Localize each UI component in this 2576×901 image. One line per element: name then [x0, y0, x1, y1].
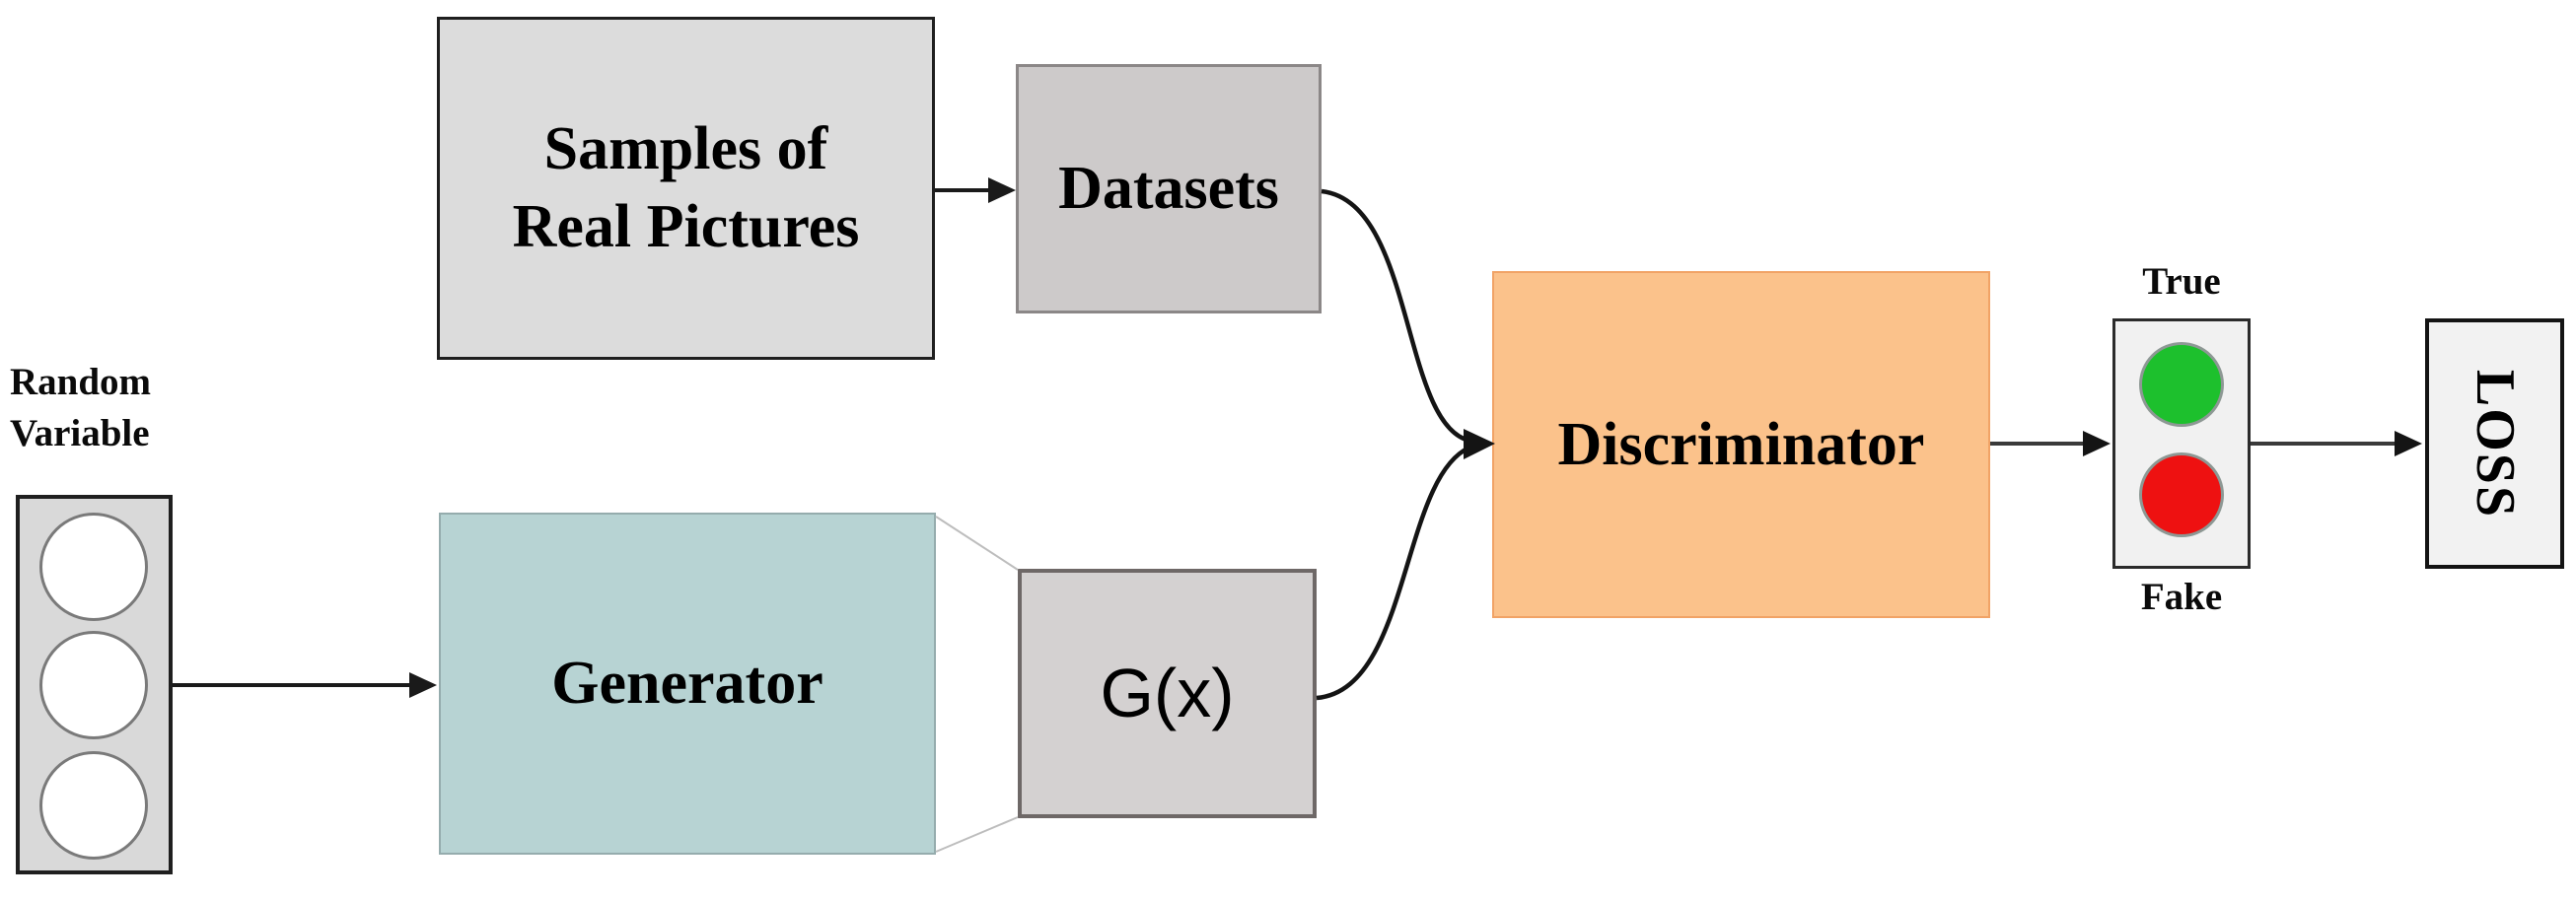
arrowhead-rv-to-generator: [409, 672, 437, 698]
fake-label: Fake: [2140, 576, 2223, 618]
arrowhead-indicator-to-loss: [2395, 431, 2422, 456]
gx-box: G(x): [1018, 569, 1317, 818]
arrowhead-samples-to-datasets: [988, 177, 1016, 203]
loss-box: LOSS: [2425, 318, 2564, 569]
funnel-top-line: [935, 516, 1019, 571]
curve-gx-to-discriminator: [1316, 445, 1470, 701]
fake-indicator-circle: [2139, 452, 2224, 537]
discriminator-box: Discriminator: [1492, 271, 1990, 618]
true-indicator-circle: [2139, 342, 2224, 427]
generator-box: Generator: [439, 513, 936, 855]
samples-label-line2: Real Pictures: [512, 193, 860, 260]
discriminator-box-label: Discriminator: [1557, 410, 1925, 478]
curve-datasets-to-discriminator: [1321, 188, 1470, 444]
random-node-circle-3: [39, 751, 148, 860]
funnel-bottom-line: [935, 816, 1019, 853]
generator-box-label: Generator: [551, 650, 823, 717]
samples-box-label: Samples of Real Pictures: [513, 110, 860, 266]
random-variable-label-line2: Variable: [10, 412, 150, 454]
random-node-circle-1: [39, 513, 148, 621]
random-variable-label-line1: Random: [10, 361, 152, 403]
samples-of-real-pictures-box: Samples of Real Pictures: [437, 17, 935, 360]
arrowhead-discriminator-to-indicator: [2083, 431, 2111, 456]
random-variable-label: Random Variable: [10, 357, 151, 459]
true-fake-indicator-box: [2112, 318, 2251, 569]
loss-box-label: LOSS: [2465, 369, 2527, 519]
arrowhead-into-discriminator: [1464, 429, 1495, 459]
true-label: True: [2142, 260, 2221, 303]
random-variable-box: [16, 495, 173, 874]
datasets-box: Datasets: [1016, 64, 1322, 313]
gx-box-label: G(x): [1100, 655, 1235, 731]
random-node-circle-2: [39, 631, 148, 739]
samples-label-line1: Samples of: [543, 115, 828, 182]
datasets-box-label: Datasets: [1058, 155, 1279, 222]
